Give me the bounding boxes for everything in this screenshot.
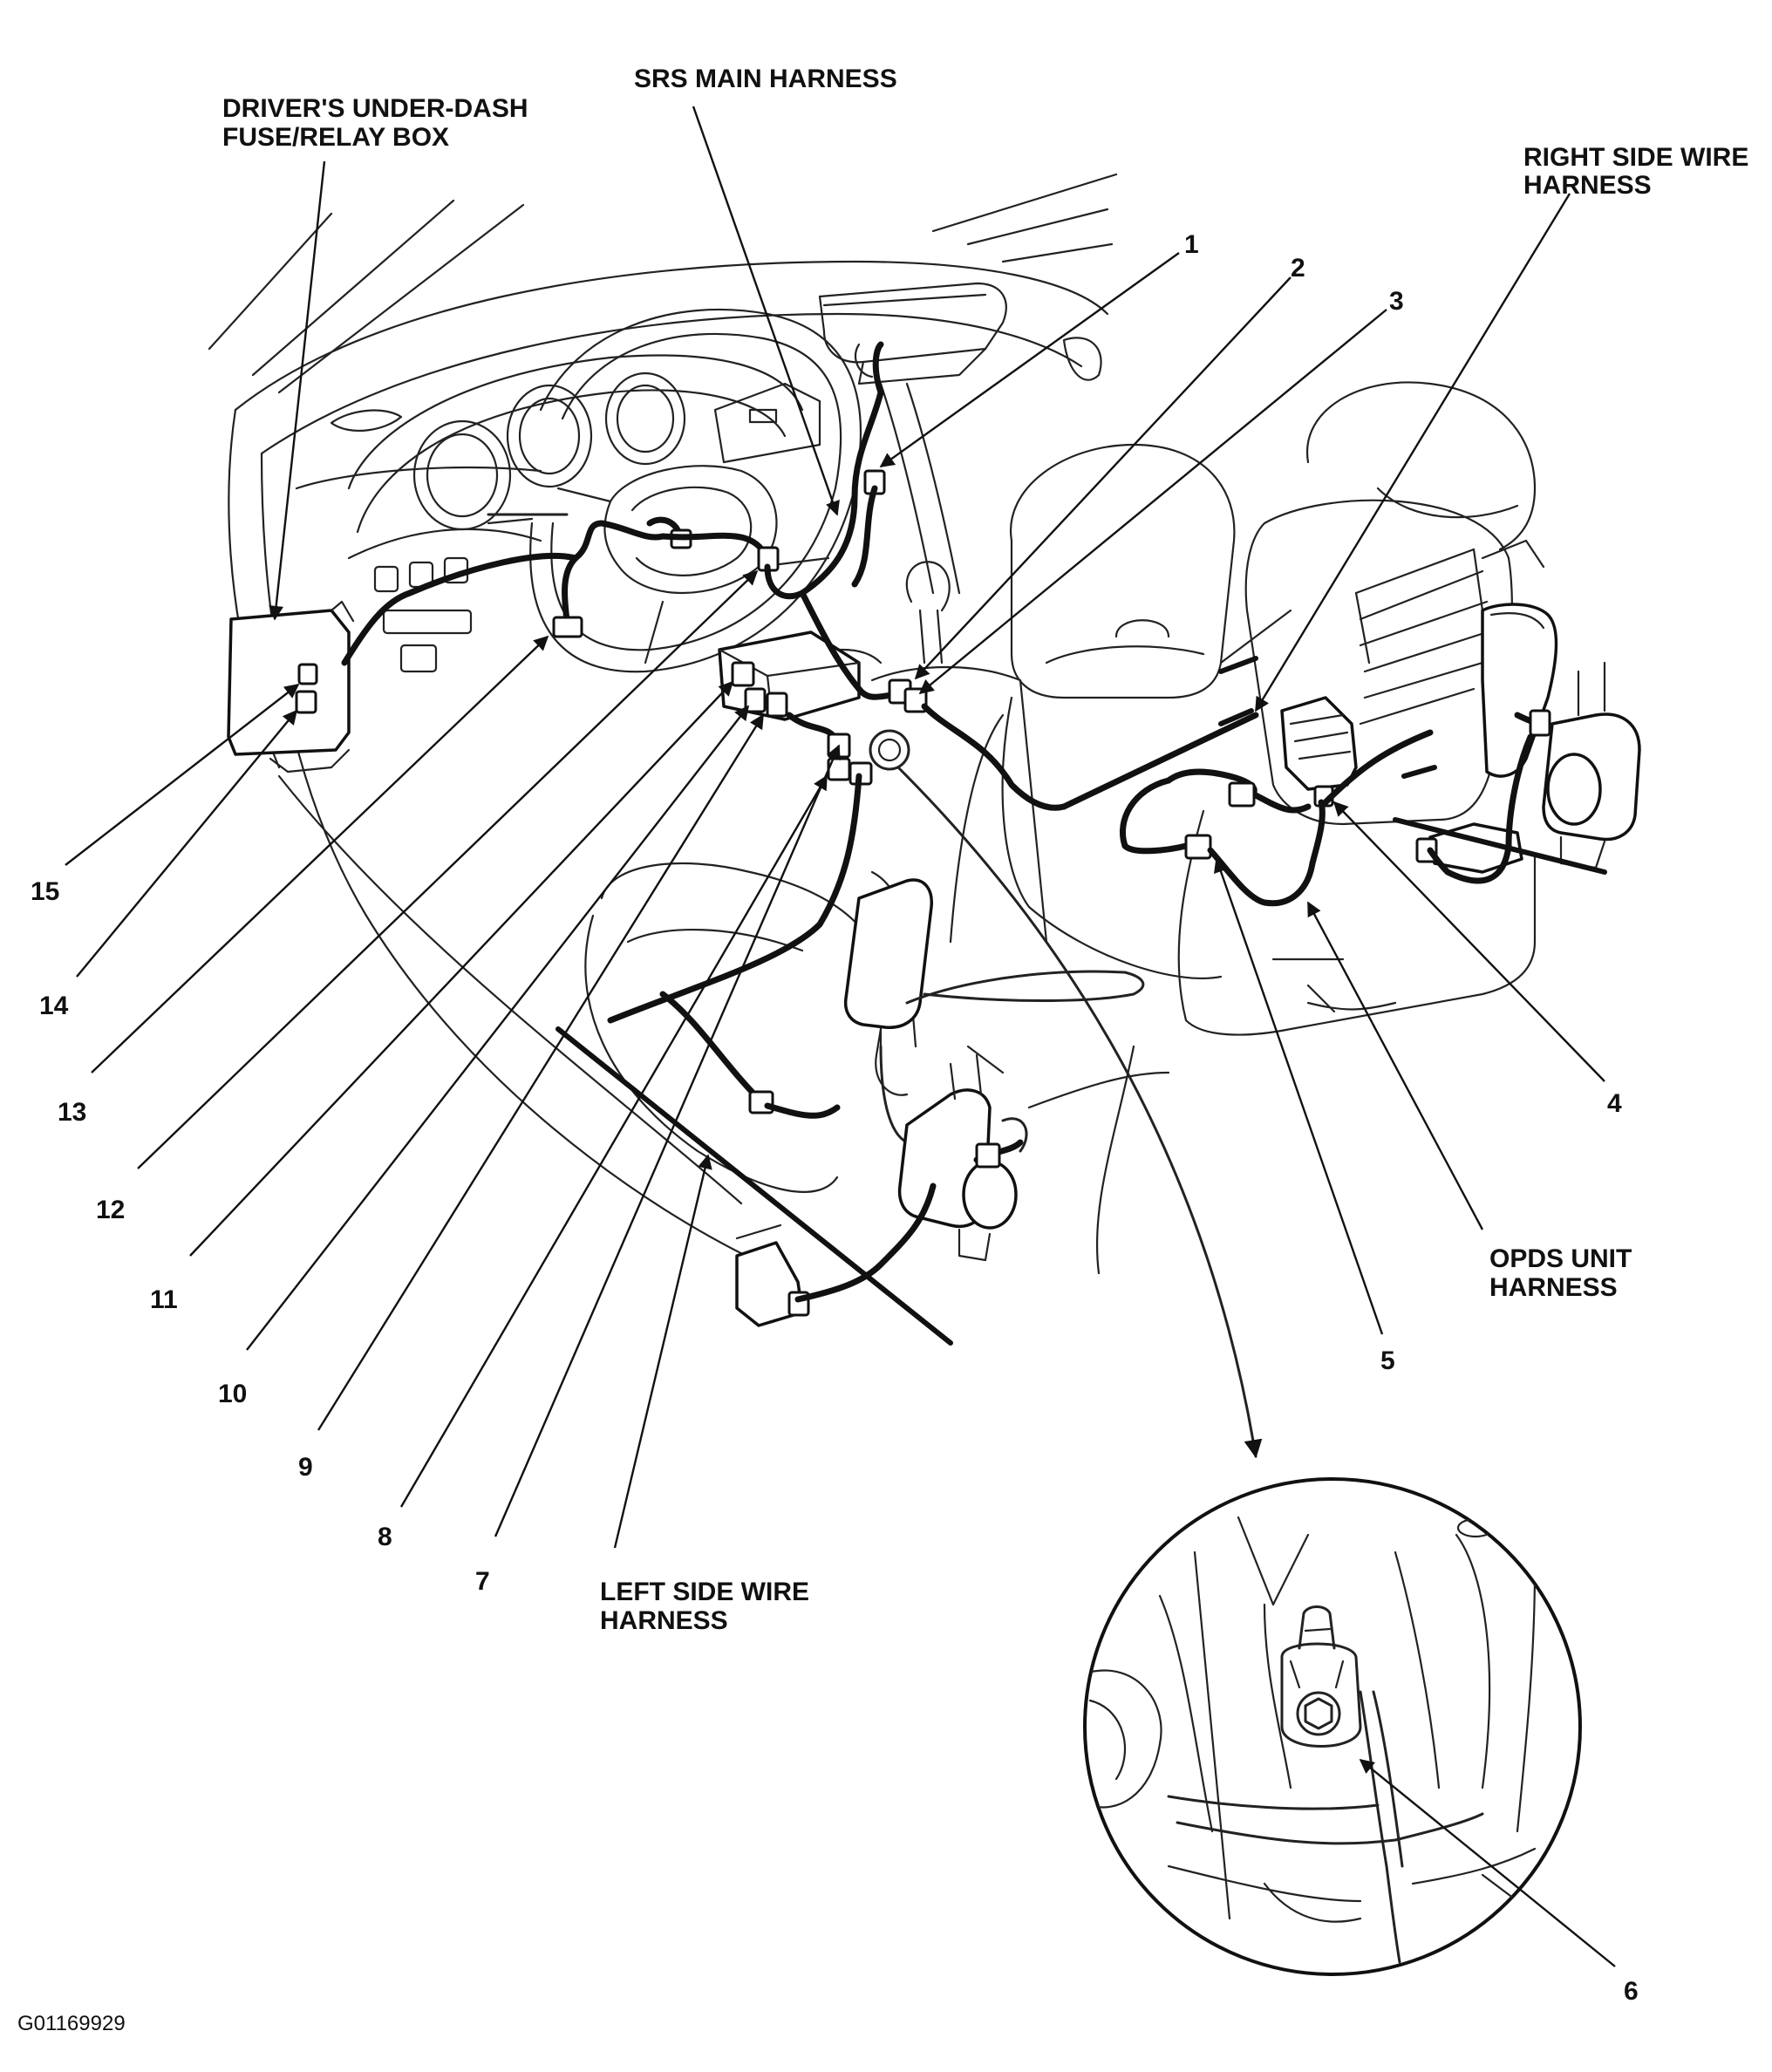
callout-6: 6 — [1624, 1977, 1639, 2006]
label-right-harness-line1: RIGHT SIDE WIRE — [1523, 143, 1748, 172]
center-console — [783, 561, 1048, 944]
passenger-seat — [1001, 381, 1545, 1036]
callout-14: 14 — [39, 992, 69, 1020]
left-side-sensor — [735, 1223, 810, 1327]
callout-8: 8 — [378, 1523, 392, 1551]
callout-3: 3 — [1389, 287, 1404, 316]
callout-5: 5 — [1380, 1346, 1395, 1375]
callout-13: 13 — [58, 1098, 86, 1127]
dashboard-outline — [208, 173, 1118, 1275]
leader-lines — [65, 106, 1616, 1967]
callout-9: 9 — [298, 1453, 313, 1482]
callout-7: 7 — [475, 1567, 490, 1596]
label-srs-main-harness: SRS MAIN HARNESS — [634, 65, 897, 93]
callout-4: 4 — [1607, 1089, 1622, 1118]
label-fuse-box-line1: DRIVER'S UNDER-DASH — [222, 94, 528, 123]
left-buckle-tensioner — [897, 1053, 1170, 1262]
label-opds-line1: OPDS UNIT — [1489, 1244, 1632, 1273]
right-side-harness-wiring — [1119, 708, 1607, 907]
label-left-harness-line2: HARNESS — [600, 1606, 728, 1635]
inset-pointer-arrow — [896, 766, 1263, 1459]
callout-11: 11 — [150, 1285, 178, 1314]
steering-wheel — [487, 308, 862, 673]
right-buckle-tensioner — [1542, 661, 1641, 869]
text-labels: SRS MAIN HARNESS DRIVER'S UNDER-DASH FUS… — [17, 65, 1748, 2035]
fuse-relay-box — [227, 600, 355, 774]
callout-12: 12 — [96, 1196, 125, 1224]
callout-2: 2 — [1291, 254, 1305, 283]
right-side-airbag — [1481, 603, 1558, 778]
label-left-harness-line1: LEFT SIDE WIRE — [600, 1578, 809, 1606]
instrument-cluster — [347, 354, 821, 534]
figure-code: G01169929 — [17, 2012, 126, 2035]
srs-unit — [718, 630, 861, 721]
callout-1: 1 — [1184, 230, 1199, 259]
label-fuse-box-line2: FUSE/RELAY BOX — [222, 123, 449, 152]
label-opds-line2: HARNESS — [1489, 1273, 1618, 1302]
label-right-harness-line2: HARNESS — [1523, 171, 1652, 200]
opds-unit — [1280, 548, 1489, 808]
callout-10: 10 — [218, 1380, 247, 1408]
callout-15: 15 — [31, 877, 59, 906]
driver-side-airbag — [843, 878, 1145, 1144]
srs-wiring — [341, 341, 1259, 1024]
ground-detail-inset — [1083, 1477, 1582, 1976]
